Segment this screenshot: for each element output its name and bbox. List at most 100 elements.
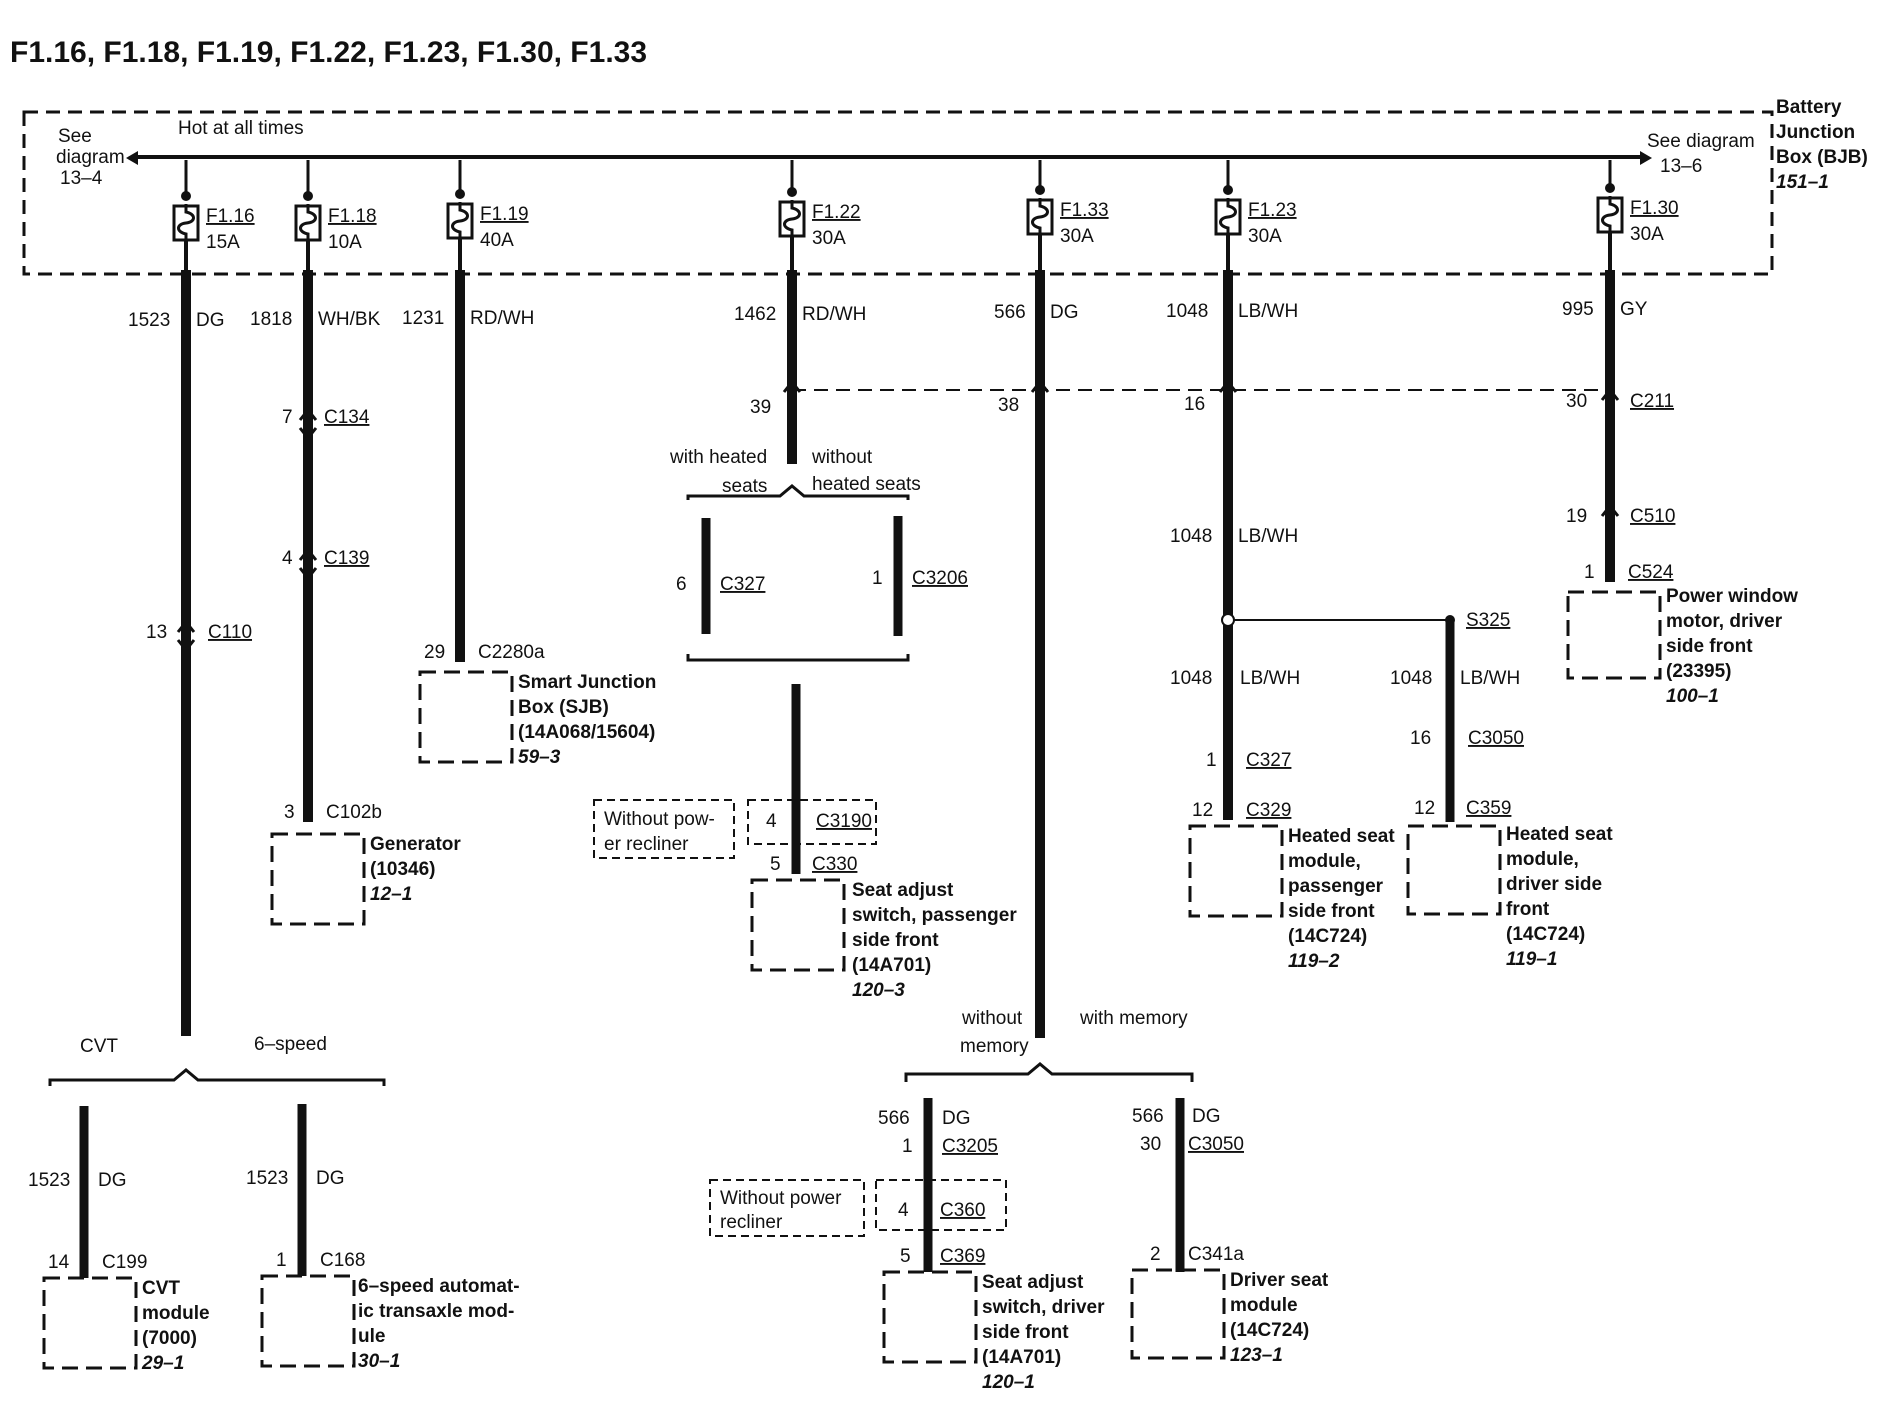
wire-lbwh-left-color: LB/WH xyxy=(1240,668,1300,689)
f122-bracket-top xyxy=(686,484,910,500)
wire-lbwh-mid-circuit: 1048 xyxy=(1170,526,1212,547)
window-label-2: motor, driver xyxy=(1666,611,1783,632)
generator-ref: 12–1 xyxy=(370,884,412,905)
wire-mem-left-color: DG xyxy=(942,1108,971,1129)
c359-name: C359 xyxy=(1466,798,1511,819)
bjb-label-2: Junction xyxy=(1776,122,1855,143)
cvt-label-2: module xyxy=(142,1303,210,1324)
c327a-name: C327 xyxy=(720,574,765,595)
generator-label-1: Generator xyxy=(370,834,461,855)
c3190-box xyxy=(747,799,877,845)
heat-drv-label-3: driver side xyxy=(1506,874,1602,895)
c327a-pin: 6 xyxy=(676,574,687,595)
wire-f116-circuit: 1523 xyxy=(128,310,170,331)
c3206-name: C3206 xyxy=(912,568,968,589)
c139-pin: 4 xyxy=(282,548,293,569)
c2280a-name: C2280a xyxy=(478,642,545,663)
component-boxes xyxy=(42,590,1662,1370)
f116-6speed-label: 6–speed xyxy=(254,1034,327,1055)
c211-name: C211 xyxy=(1630,391,1674,412)
fuse-id-label: F1.30 xyxy=(1630,198,1679,219)
c3050b-pin: 30 xyxy=(1140,1134,1161,1155)
c3205-pin: 1 xyxy=(902,1136,913,1157)
wire-6speed-color: DG xyxy=(316,1168,345,1189)
c369-name: C369 xyxy=(940,1246,985,1267)
drv-mod-label-1: Driver seat xyxy=(1230,1270,1329,1291)
recliner-note-2-l2: recliner xyxy=(720,1212,783,1233)
recliner-note-1-box xyxy=(593,799,735,859)
bus-left-ref-2: diagram xyxy=(56,147,125,168)
f116-cvt-label: CVT xyxy=(80,1036,118,1057)
bus-hot-label: Hot at all times xyxy=(178,118,304,139)
c330-name: C330 xyxy=(812,854,857,875)
c360-name: C360 xyxy=(940,1200,985,1221)
drv-mod-label-3: (14C724) xyxy=(1230,1320,1309,1341)
fuse-F1-30: F1.30 30A xyxy=(1596,160,1679,272)
c524-name: C524 xyxy=(1628,562,1674,583)
fuse-rating-label: 30A xyxy=(1630,224,1664,245)
wire-f122-circuit: 1462 xyxy=(734,304,776,325)
window-label-3: side front xyxy=(1666,636,1753,657)
c327b-pin: 1 xyxy=(1206,750,1217,771)
pin-39: 39 xyxy=(750,397,771,418)
f133-without-memory-2: memory xyxy=(960,1036,1029,1057)
recliner-note-1-l1: Without pow- xyxy=(604,809,715,830)
c369-pin: 5 xyxy=(900,1246,911,1267)
f116-branches xyxy=(79,1104,307,1278)
sixspeed-label-1: 6–speed automat- xyxy=(358,1276,520,1297)
c360-pin: 4 xyxy=(898,1200,909,1221)
wire-f122-color: RD/WH xyxy=(802,304,866,325)
fuse-rating-label: 30A xyxy=(812,228,846,249)
wire-f133-color: DG xyxy=(1050,302,1079,323)
heat-pass-label-5: (14C724) xyxy=(1288,926,1367,947)
c139-name: C139 xyxy=(324,548,369,569)
heat-pass-label-2: module, xyxy=(1288,851,1361,872)
c3190-pin: 4 xyxy=(766,811,777,832)
recliner-note-1-l2: er recliner xyxy=(604,834,689,855)
c3205-name: C3205 xyxy=(942,1136,998,1157)
c3190-name: C3190 xyxy=(816,811,872,832)
f122-bracket-bottom xyxy=(686,654,910,662)
wire-f123-circuit: 1048 xyxy=(1166,301,1208,322)
bus-left-ref-3: 13–4 xyxy=(60,168,103,189)
recliner-note-2-l1: Without power xyxy=(720,1188,842,1209)
c329-name: C329 xyxy=(1246,800,1291,821)
bus-left-ref-1: See xyxy=(58,126,92,147)
c3050a-name: C3050 xyxy=(1468,728,1524,749)
pin-16: 16 xyxy=(1184,394,1205,415)
seat-drv-ref: 120–1 xyxy=(982,1372,1035,1393)
seat-drv-label-1: Seat adjust xyxy=(982,1272,1084,1293)
c168-name: C168 xyxy=(320,1250,365,1271)
seat-drv-label-2: switch, driver xyxy=(982,1297,1105,1318)
power-bus xyxy=(126,151,1652,165)
seat-pass-label-2: switch, passenger xyxy=(852,905,1017,926)
wire-f123-color: LB/WH xyxy=(1238,301,1298,322)
window-label-1: Power window xyxy=(1666,586,1798,607)
diagram-title: F1.16, F1.18, F1.19, F1.22, F1.23, F1.30… xyxy=(10,36,647,69)
main-wires xyxy=(181,270,1615,1038)
wire-lbwh-left-circuit: 1048 xyxy=(1170,668,1212,689)
fuse-id-label: F1.23 xyxy=(1248,200,1297,221)
c330-pin: 5 xyxy=(770,854,781,875)
f122-without-heated-1: without xyxy=(811,447,873,468)
wire-f119-color: RD/WH xyxy=(470,308,534,329)
fuse-rating-label: 40A xyxy=(480,230,514,251)
generator-label-2: (10346) xyxy=(370,859,436,880)
heat-drv-label-4: front xyxy=(1506,899,1550,920)
c510-pin: 19 xyxy=(1566,506,1587,527)
wire-lbwh-mid-color: LB/WH xyxy=(1238,526,1298,547)
heat-pass-label-3: passenger xyxy=(1288,876,1384,897)
c341a-pin: 2 xyxy=(1150,1244,1161,1265)
window-label-4: (23395) xyxy=(1666,661,1732,682)
wire-lbwh-right-circuit: 1048 xyxy=(1390,668,1432,689)
sixspeed-ref: 30–1 xyxy=(358,1351,400,1372)
wire-mem-right-circuit: 566 xyxy=(1132,1106,1164,1127)
bjb-label-1: Battery xyxy=(1776,97,1842,118)
wire-cvt-color: DG xyxy=(98,1170,127,1191)
wire-f116-color: DG xyxy=(196,310,225,331)
heat-drv-label-1: Heated seat xyxy=(1506,824,1613,845)
c327b-name: C327 xyxy=(1246,750,1291,771)
